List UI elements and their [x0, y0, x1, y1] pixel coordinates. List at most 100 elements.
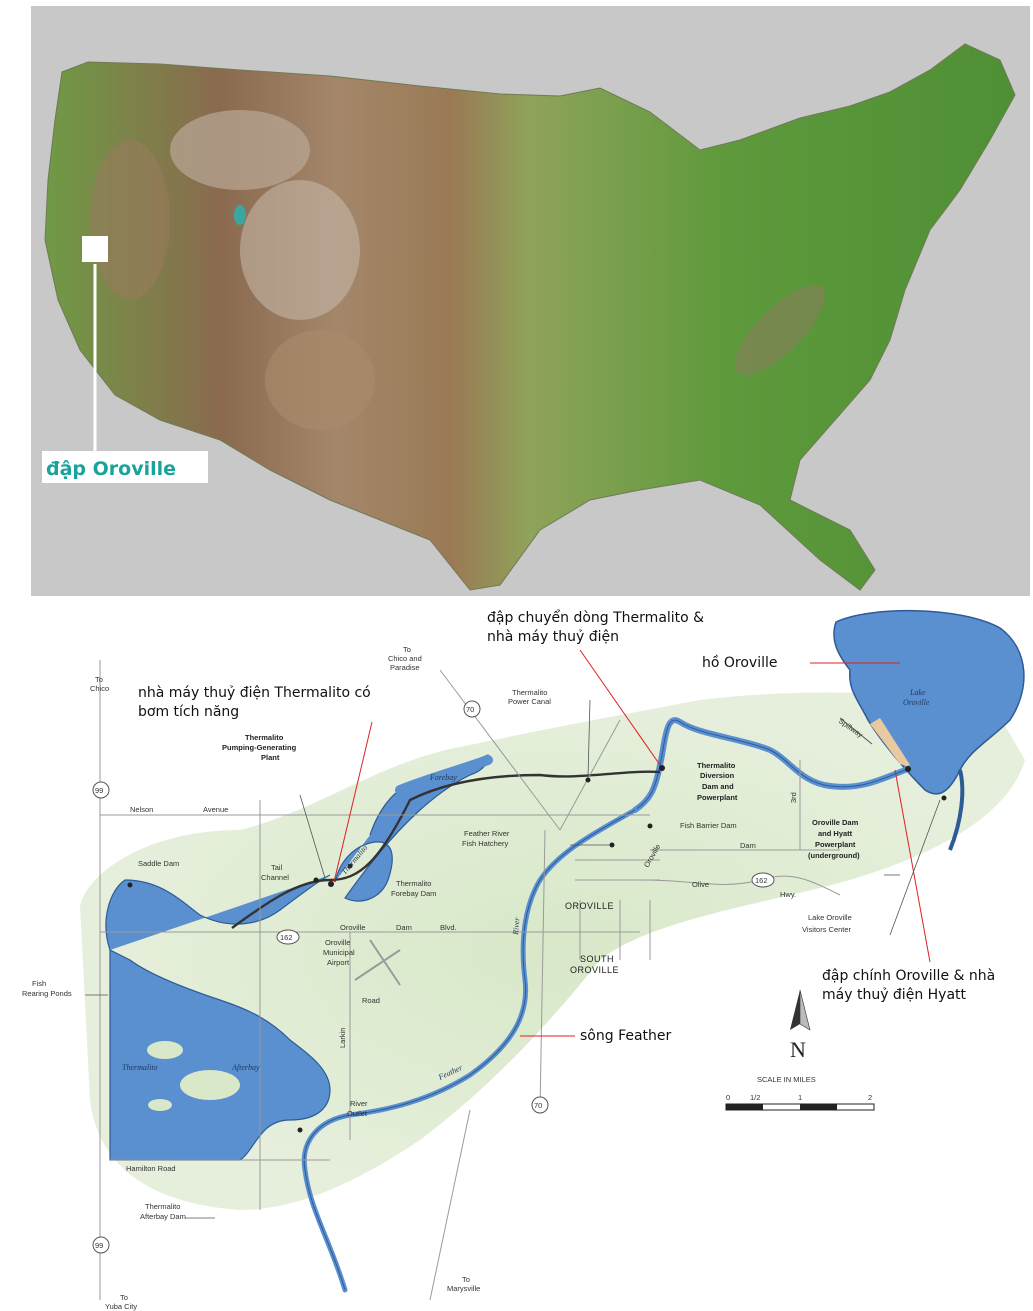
facility-points — [127, 765, 947, 1133]
label-olive-hwy: OliveHwy. — [692, 880, 796, 899]
north-letter: N — [790, 1037, 806, 1062]
lake-oroville-arm — [948, 769, 965, 851]
pumping-plant-leader — [299, 794, 326, 879]
shield-99-south — [92, 1236, 110, 1254]
route-70-south — [539, 829, 546, 1111]
southwest-relief — [265, 330, 375, 430]
label-oroville-town: OROVILLE — [565, 901, 614, 911]
pumping-plant-dot — [328, 881, 334, 887]
conterminous-us-landmass — [44, 43, 1016, 591]
river-outlet-dot — [297, 1127, 303, 1133]
scale-bar: SCALE IN MILES 0 1/2 1 2 — [725, 1075, 875, 1111]
shield-162-east-label: 162 — [755, 876, 768, 885]
oroville-callout-box — [42, 451, 208, 483]
tail-channel-dot — [313, 877, 319, 883]
scale-segment-1 — [726, 1104, 763, 1110]
rockies-north-relief — [170, 110, 310, 190]
north-arrow-right — [799, 989, 811, 1031]
scale-segment-2 — [800, 1104, 837, 1110]
power-canal-dot — [585, 777, 591, 783]
spillway-line — [839, 717, 873, 745]
shield-70-north — [463, 700, 481, 718]
airport-runway-1 — [369, 939, 401, 986]
scale-title: SCALE IN MILES — [757, 1075, 816, 1084]
oroville-detail-map: 70 70 99 99 162 162 — [22, 609, 1025, 1311]
feather-river-upper-edge — [634, 719, 911, 811]
label-afterbay-thermalito: Thermalito — [122, 1063, 158, 1072]
ann-leader-pumping — [333, 721, 373, 883]
road-network — [99, 660, 841, 1301]
leader-lines — [85, 699, 941, 1219]
oroville-callout-label: đập Oroville — [46, 458, 176, 480]
airport-runway-2 — [354, 949, 401, 981]
shield-70-north-label: 70 — [466, 705, 474, 714]
visitors-center-leader — [889, 799, 941, 936]
afterbay-island — [180, 1070, 240, 1100]
thermalito-afterbay — [105, 874, 331, 1161]
saddle-dam-dot — [127, 882, 133, 888]
label-larkin: Larkin — [338, 1028, 347, 1048]
shield-162-west-label: 162 — [280, 933, 293, 942]
afterbay-island-3 — [148, 1099, 172, 1111]
ann-feather-river: sông Feather — [580, 1028, 672, 1044]
chico-paradise-road — [559, 719, 621, 831]
label-third-ave: 3rd — [789, 792, 798, 803]
afterbay-island-2 — [147, 1041, 183, 1059]
shield-70-south-label: 70 — [534, 1101, 542, 1110]
oroville-dam-face — [870, 718, 912, 768]
forebay-channel — [395, 755, 493, 795]
shield-70-south — [531, 1096, 549, 1114]
feather-river-lower-edge — [303, 809, 636, 1291]
route-shields: 70 70 99 99 162 162 — [92, 700, 775, 1254]
label-river-italic: River — [511, 916, 522, 936]
diversion-dam-dot — [659, 765, 665, 771]
oroville-dam-dot — [905, 766, 911, 772]
appalachian-relief — [734, 284, 826, 376]
scale-tick-0: 0 — [726, 1093, 730, 1102]
label-saddle-dam: Saddle Dam — [138, 859, 179, 868]
thermalito-power-canal — [231, 770, 661, 929]
ann-leader-main-dam — [894, 769, 931, 963]
great-salt-lake — [234, 205, 246, 225]
north-arrow-left — [790, 990, 800, 1030]
label-hamilton-road: Hamilton Road — [126, 1164, 176, 1173]
rockies-central-relief — [240, 180, 360, 320]
label-road: Road — [362, 996, 380, 1005]
shield-99-north — [92, 781, 110, 799]
marysville-road — [429, 1109, 471, 1301]
route-70-north — [439, 669, 561, 831]
shield-99-south-label: 99 — [95, 1241, 103, 1250]
hatchery-dot — [609, 842, 615, 848]
ann-lake-oroville: hồ Oroville — [702, 654, 778, 671]
shield-162-west — [276, 929, 300, 945]
ann-thermalito-diversion: đập chuyển dòng Thermalito &nhà máy thuỷ… — [487, 609, 704, 645]
power-canal-leader — [587, 699, 591, 779]
scale-tick-1: 1 — [798, 1093, 802, 1102]
visitors-center-dot — [941, 795, 947, 801]
annotation-leaders — [333, 649, 931, 1037]
scale-tick-2: 2 — [868, 1093, 872, 1102]
label-fish-barrier: Fish Barrier Dam — [680, 821, 737, 830]
